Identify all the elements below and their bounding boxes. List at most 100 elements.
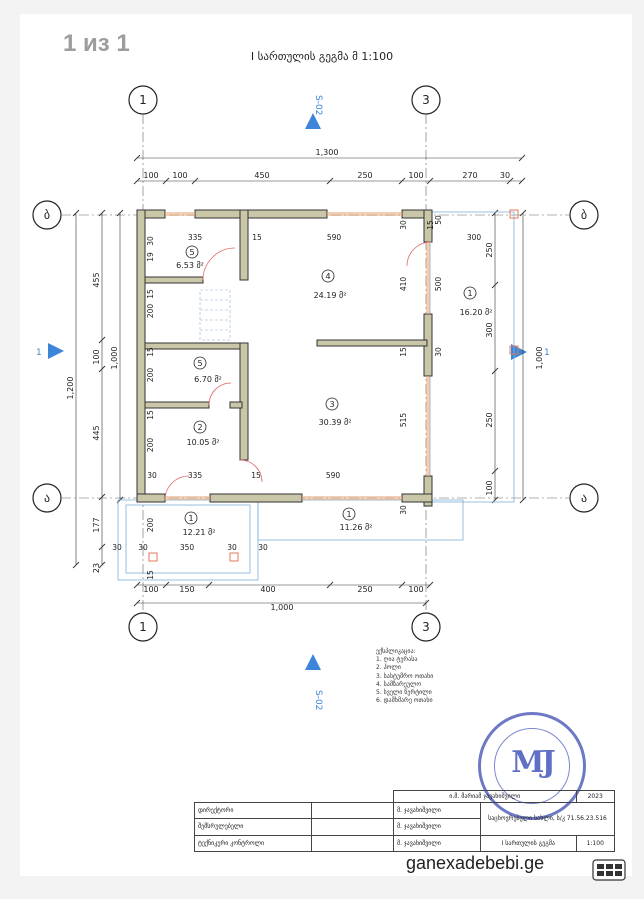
row-name: მ. ჯავახიშვილი: [393, 818, 481, 836]
room-area: 6.70 მ²: [194, 374, 222, 384]
title-block-header: ი.მ. მარიამ ჯავახიშვილი: [393, 790, 577, 803]
room-area: 11.26 მ²: [340, 522, 373, 532]
section-label-top: S-02: [313, 95, 323, 115]
row-label: შემსრულებელი: [194, 818, 312, 836]
dim-label: 30: [399, 505, 408, 515]
dim-label: 19: [146, 252, 155, 262]
axis-1-bottom: [128, 612, 158, 642]
legend-item: 1. ღია ტერასა: [376, 656, 418, 664]
dim-label: 30: [258, 543, 268, 552]
dim-label: 100: [408, 171, 423, 180]
axis-label: ბ: [44, 208, 50, 222]
dim-label: 250: [485, 242, 494, 257]
dim-label: 15: [146, 347, 155, 357]
row-label: ტექნიკური კონტროლი: [194, 834, 312, 853]
dim-label: 100: [143, 585, 158, 594]
axis-label: ა: [44, 491, 50, 505]
dim-label: 30: [146, 236, 155, 246]
dim-right-total: 1,000: [535, 347, 544, 370]
dim-label: 455: [92, 272, 101, 287]
room-number: 4: [325, 272, 330, 281]
title-block: ი.მ. მარიამ ჯავახიშვილი 2023 დირექტორი მ…: [194, 790, 615, 853]
section-marker-left: [48, 343, 64, 359]
dim-label: 500: [434, 277, 443, 292]
axis-label: ბ: [581, 208, 587, 222]
room-number: 2: [197, 423, 202, 432]
dim-label: 335: [188, 233, 203, 242]
project-name: საცხოვრებელი სახლი, ს/კ 71.56.23.516: [480, 802, 615, 836]
legend-heading: ექსპლიკაცია:: [376, 648, 416, 655]
wall: [229, 401, 243, 409]
dim-label: 335: [188, 471, 203, 480]
legend-item: 2. ჰოლი: [376, 664, 401, 672]
wall: [136, 209, 146, 501]
axis-label: 3: [422, 93, 430, 107]
dim-label: 590: [327, 233, 342, 242]
room-number: 3: [329, 400, 334, 409]
dim-label: 15: [252, 233, 262, 242]
section-label-left: 1: [36, 348, 42, 358]
dim-label: 30: [112, 543, 122, 552]
dim-label: 30: [138, 543, 148, 552]
dim-label: 300: [467, 233, 482, 242]
dim-label: 350: [180, 543, 195, 552]
row-label: დირექტორი: [194, 801, 312, 820]
room-number: 1: [188, 514, 193, 523]
dim-label: 200: [146, 518, 155, 533]
title-block-year: 2023: [575, 790, 615, 803]
wall: [136, 493, 166, 503]
room-number: 5: [197, 359, 202, 368]
dim-label: 30: [147, 471, 157, 480]
wall: [401, 493, 433, 503]
scale: 1:100: [575, 834, 615, 853]
dim-label: 400: [260, 585, 275, 594]
dim-label: 15: [251, 471, 261, 480]
dim-label: 15: [146, 289, 155, 299]
legend-item: 5. სველი წერტილი: [376, 689, 432, 697]
wall: [194, 209, 328, 219]
wall: [144, 401, 210, 409]
dim-label: 100: [92, 349, 101, 364]
dim-label: 100: [143, 171, 158, 180]
wall: [239, 209, 249, 281]
wall: [316, 339, 428, 347]
dim-label: 15: [146, 570, 155, 580]
legend-item: 6. დამხმარე ოთახი: [376, 697, 433, 705]
dim-label: 590: [326, 471, 341, 480]
drawing-title: I სართულის გეგმა მ 1:100: [250, 50, 394, 63]
legend-item: 4. სამზარეულო: [376, 680, 422, 688]
dim-label: 300: [485, 322, 494, 337]
axis-label: ა: [581, 491, 587, 505]
dim-label: 200: [146, 368, 155, 383]
row-name: მ. ჯავახიშვილი: [393, 801, 481, 820]
dim-label: 15: [399, 347, 408, 357]
section-marker-top: [305, 113, 321, 129]
dim-label: 200: [146, 304, 155, 319]
dim-bottom-total: 1,000: [271, 603, 294, 612]
dim-label: 200: [146, 438, 155, 453]
room-area: 10.05 მ²: [187, 437, 220, 447]
dim-label: 15: [426, 220, 435, 230]
dim-label: 270: [462, 171, 477, 180]
dim-label: 30: [434, 347, 443, 357]
legend: ექსპლიკაცია: 1. ღია ტერასა 2. ჰოლი 3. სა…: [376, 648, 433, 705]
dim-label: 100: [408, 585, 423, 594]
section-label-bottom: S-02: [313, 690, 323, 710]
dim-label: 250: [485, 412, 494, 427]
room-area: 16.20 მ²: [460, 307, 493, 317]
room-number: 1: [467, 289, 472, 298]
dim-label: 30: [227, 543, 237, 552]
room-area: 24.19 მ²: [314, 290, 347, 300]
axis-label: 1: [139, 620, 147, 634]
room-area: 30.39 მ²: [319, 417, 352, 427]
dim-label: 177: [92, 517, 101, 532]
dim-label: 515: [399, 413, 408, 428]
sheet-name: I სართულის გეგმა: [480, 834, 577, 853]
wall: [209, 493, 303, 503]
page-counter: 1 из 1: [63, 30, 130, 57]
dim-label: 23: [92, 563, 101, 573]
dim-top-total: 1,300: [316, 148, 339, 157]
watermark-logo-icon: [592, 859, 626, 881]
room-area: 6.53 მ²: [176, 260, 204, 270]
